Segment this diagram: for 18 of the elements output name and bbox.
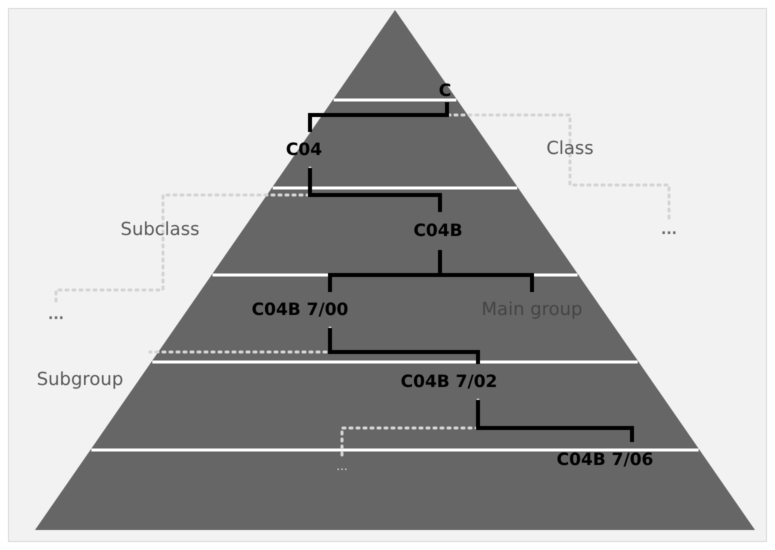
dotted-connector	[446, 100, 670, 222]
classification-code: C04B 7/00	[252, 302, 348, 318]
classification-code: C04B	[413, 222, 463, 240]
level-label: Subclass	[120, 221, 200, 239]
tree-connector	[476, 400, 634, 442]
classification-code: C04B 7/02	[400, 374, 498, 390]
ellipsis-text: ...	[661, 223, 677, 237]
ellipsis-text: ...	[48, 308, 64, 322]
level-label: Class	[545, 140, 595, 158]
tree-connector	[328, 328, 480, 364]
classification-code: C	[438, 82, 452, 100]
dotted-connector	[148, 326, 332, 354]
classification-code: C04B 7/06	[556, 452, 654, 468]
tree-connector	[308, 168, 442, 212]
level-label: Subgroup	[36, 371, 124, 389]
tree-connector	[308, 102, 449, 132]
dotted-connector	[340, 398, 480, 458]
ellipsis-text: ...	[336, 460, 348, 472]
